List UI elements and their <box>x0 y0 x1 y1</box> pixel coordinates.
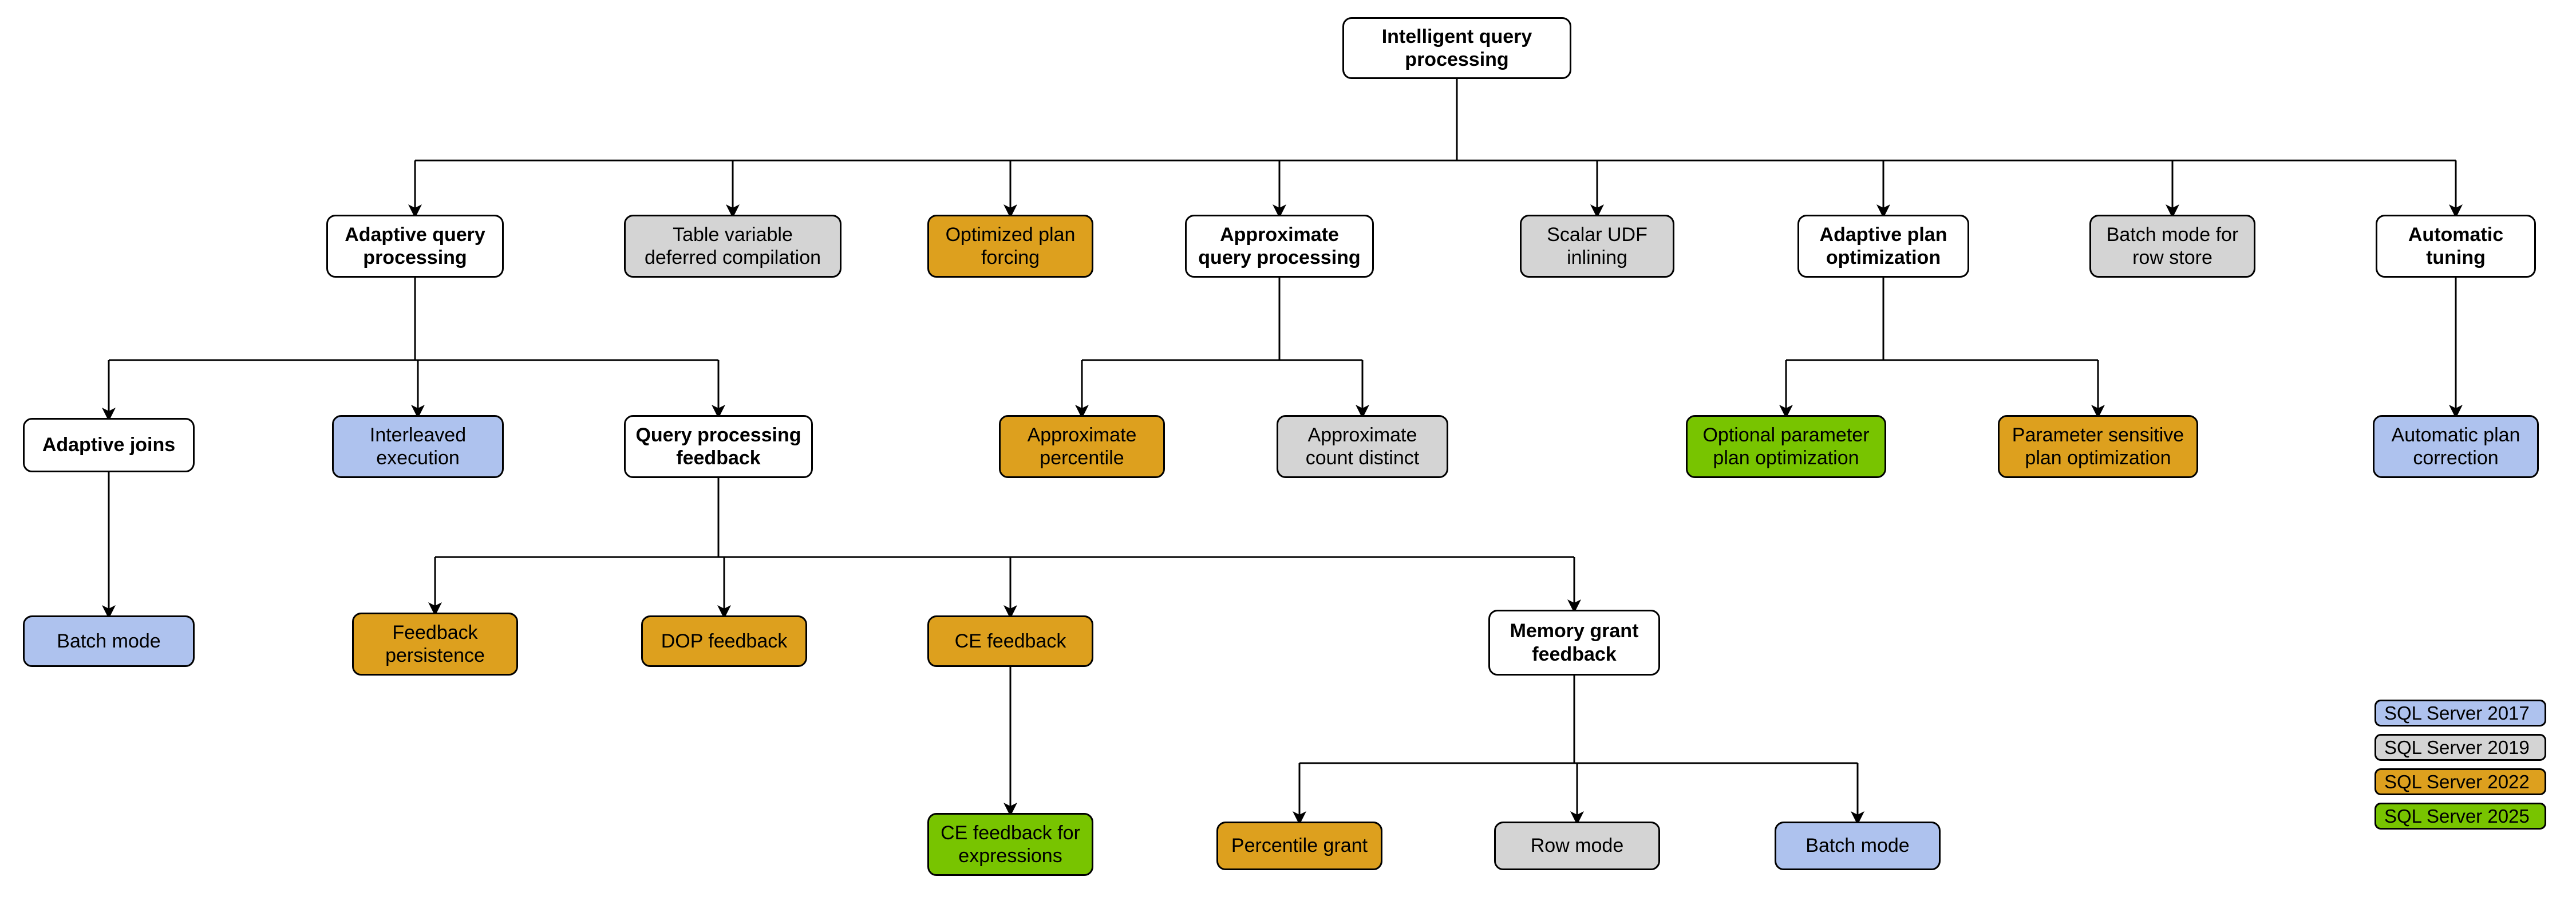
node-apc[interactable]: Automatic plan correction <box>2373 415 2539 478</box>
node-interleaved[interactable]: Interleaved execution <box>332 415 504 478</box>
node-oppo[interactable]: Optional parameter plan optimization <box>1686 415 1886 478</box>
legend-item-sql-server-2017: SQL Server 2017 <box>2374 700 2546 727</box>
node-qpf[interactable]: Query processing feedback <box>624 415 813 478</box>
node-root[interactable]: Intelligent query processing <box>1342 17 1571 79</box>
node-cefb[interactable]: CE feedback <box>927 615 1093 667</box>
legend-item-sql-server-2022: SQL Server 2022 <box>2374 768 2546 795</box>
legend-item-sql-server-2025: SQL Server 2025 <box>2374 803 2546 830</box>
node-approxpct[interactable]: Approximate percentile <box>999 415 1165 478</box>
legend-item-sql-server-2019: SQL Server 2019 <box>2374 734 2546 761</box>
node-bmrs[interactable]: Batch mode for row store <box>2089 215 2255 278</box>
node-batchmode1[interactable]: Batch mode <box>23 615 195 667</box>
node-apo[interactable]: Adaptive plan optimization <box>1797 215 1969 278</box>
node-fbpersist[interactable]: Feedback persistence <box>352 613 518 676</box>
node-udf[interactable]: Scalar UDF inlining <box>1520 215 1674 278</box>
node-rowmode[interactable]: Row mode <box>1494 822 1660 870</box>
node-autotune[interactable]: Automatic tuning <box>2376 215 2536 278</box>
node-psp[interactable]: Parameter sensitive plan optimization <box>1998 415 2198 478</box>
node-dopfb[interactable]: DOP feedback <box>641 615 807 667</box>
node-cefbexpr[interactable]: CE feedback for expressions <box>927 813 1093 876</box>
node-adaptivejoins[interactable]: Adaptive joins <box>23 418 195 472</box>
node-opf[interactable]: Optimized plan forcing <box>927 215 1093 278</box>
node-approxqp[interactable]: Approximate query processing <box>1185 215 1374 278</box>
node-approxcd[interactable]: Approximate count distinct <box>1277 415 1448 478</box>
node-aqp[interactable]: Adaptive query processing <box>326 215 504 278</box>
node-batchmode2[interactable]: Batch mode <box>1775 822 1941 870</box>
node-mgf[interactable]: Memory grant feedback <box>1488 610 1660 676</box>
node-tvdc[interactable]: Table variable deferred compilation <box>624 215 841 278</box>
node-pctgrant[interactable]: Percentile grant <box>1216 822 1382 870</box>
